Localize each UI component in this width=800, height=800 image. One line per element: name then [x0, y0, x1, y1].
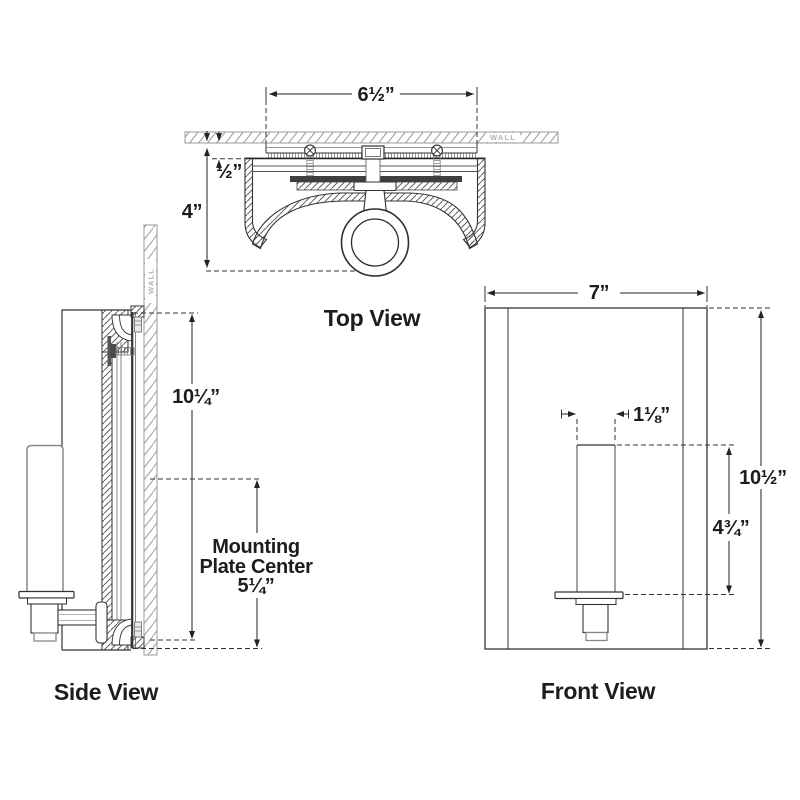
socket-front [582, 603, 609, 634]
bolt-shaft [365, 157, 381, 185]
screw-icon [431, 144, 443, 183]
side-view-label: Side View [54, 679, 159, 705]
mounting-clip-top [130, 305, 145, 333]
bolt-head [361, 145, 385, 160]
stem-flange [353, 181, 397, 192]
front-view-label: Front View [541, 678, 656, 704]
wall-label-side: WALL [147, 268, 156, 294]
dim-plate-offset-label: ½” [216, 161, 242, 183]
front-view: 7” 1⅛” 10½” 4¾” [484, 282, 787, 704]
frame-stile-section [101, 351, 113, 621]
mount-center-line1: Mounting [212, 536, 300, 558]
mount-center-line2: Plate Center [199, 556, 313, 578]
dim-height-front-label: 10½” [739, 467, 787, 489]
dimension-mount-center: Mounting Plate Center 5¼” [199, 480, 313, 648]
arm-flange-side [95, 601, 108, 644]
wall-label-gap [486, 133, 520, 142]
candle-side [26, 444, 64, 593]
dim-width-top-label: 6½” [358, 84, 395, 106]
candle-circle-inner [350, 218, 400, 267]
wall-label-gap [145, 259, 156, 303]
top-view-label: Top View [324, 305, 421, 331]
bracket-arch [251, 192, 479, 250]
socket-foot-side [33, 632, 57, 642]
dimension-width-front: 7” [484, 282, 708, 307]
dim-candle-width-label: 1⅛” [633, 404, 670, 426]
dimension-candle-height: 4¾” [617, 444, 750, 595]
wall-section-side [143, 224, 158, 656]
bobeche-side [18, 590, 75, 599]
arm-side [57, 609, 99, 626]
side-view: WALL [18, 224, 313, 705]
cove-curve-bottom-inner [119, 624, 133, 646]
socket-side [30, 603, 59, 634]
screw-icon [304, 144, 316, 183]
dimension-plate-height: 10¼” [172, 314, 220, 639]
dim-plate-height-label: 10¼” [172, 386, 220, 408]
dim-depth-label: 4” [182, 201, 203, 223]
wall-section-top [184, 131, 559, 144]
cove-curve-top-inner [119, 314, 133, 336]
mount-center-value: 5¼” [238, 575, 275, 597]
dimension-plate-offset: ½” [212, 131, 248, 183]
dimension-height-front: 10½” [709, 307, 787, 649]
bracket-left-horn [244, 157, 268, 249]
bolt-head-inner [365, 148, 381, 157]
cup-side [27, 597, 67, 605]
mounting-screw-icon [107, 336, 135, 366]
dim-candle-height-label: 4¾” [713, 517, 750, 539]
dimension-depth-top: 4” [182, 131, 372, 272]
dim-width-front-label: 7” [589, 282, 610, 304]
bobeche-front [554, 591, 624, 600]
socket-foot-front [585, 631, 608, 642]
bracket-right-horn [462, 157, 486, 249]
cup-front [575, 598, 617, 605]
dimension-candle-width: 1⅛” [561, 404, 670, 443]
top-view: WALL 6½” [182, 84, 559, 331]
dimension-width-top: 6½” [265, 84, 478, 106]
wall-label-top: WALL [490, 133, 516, 142]
